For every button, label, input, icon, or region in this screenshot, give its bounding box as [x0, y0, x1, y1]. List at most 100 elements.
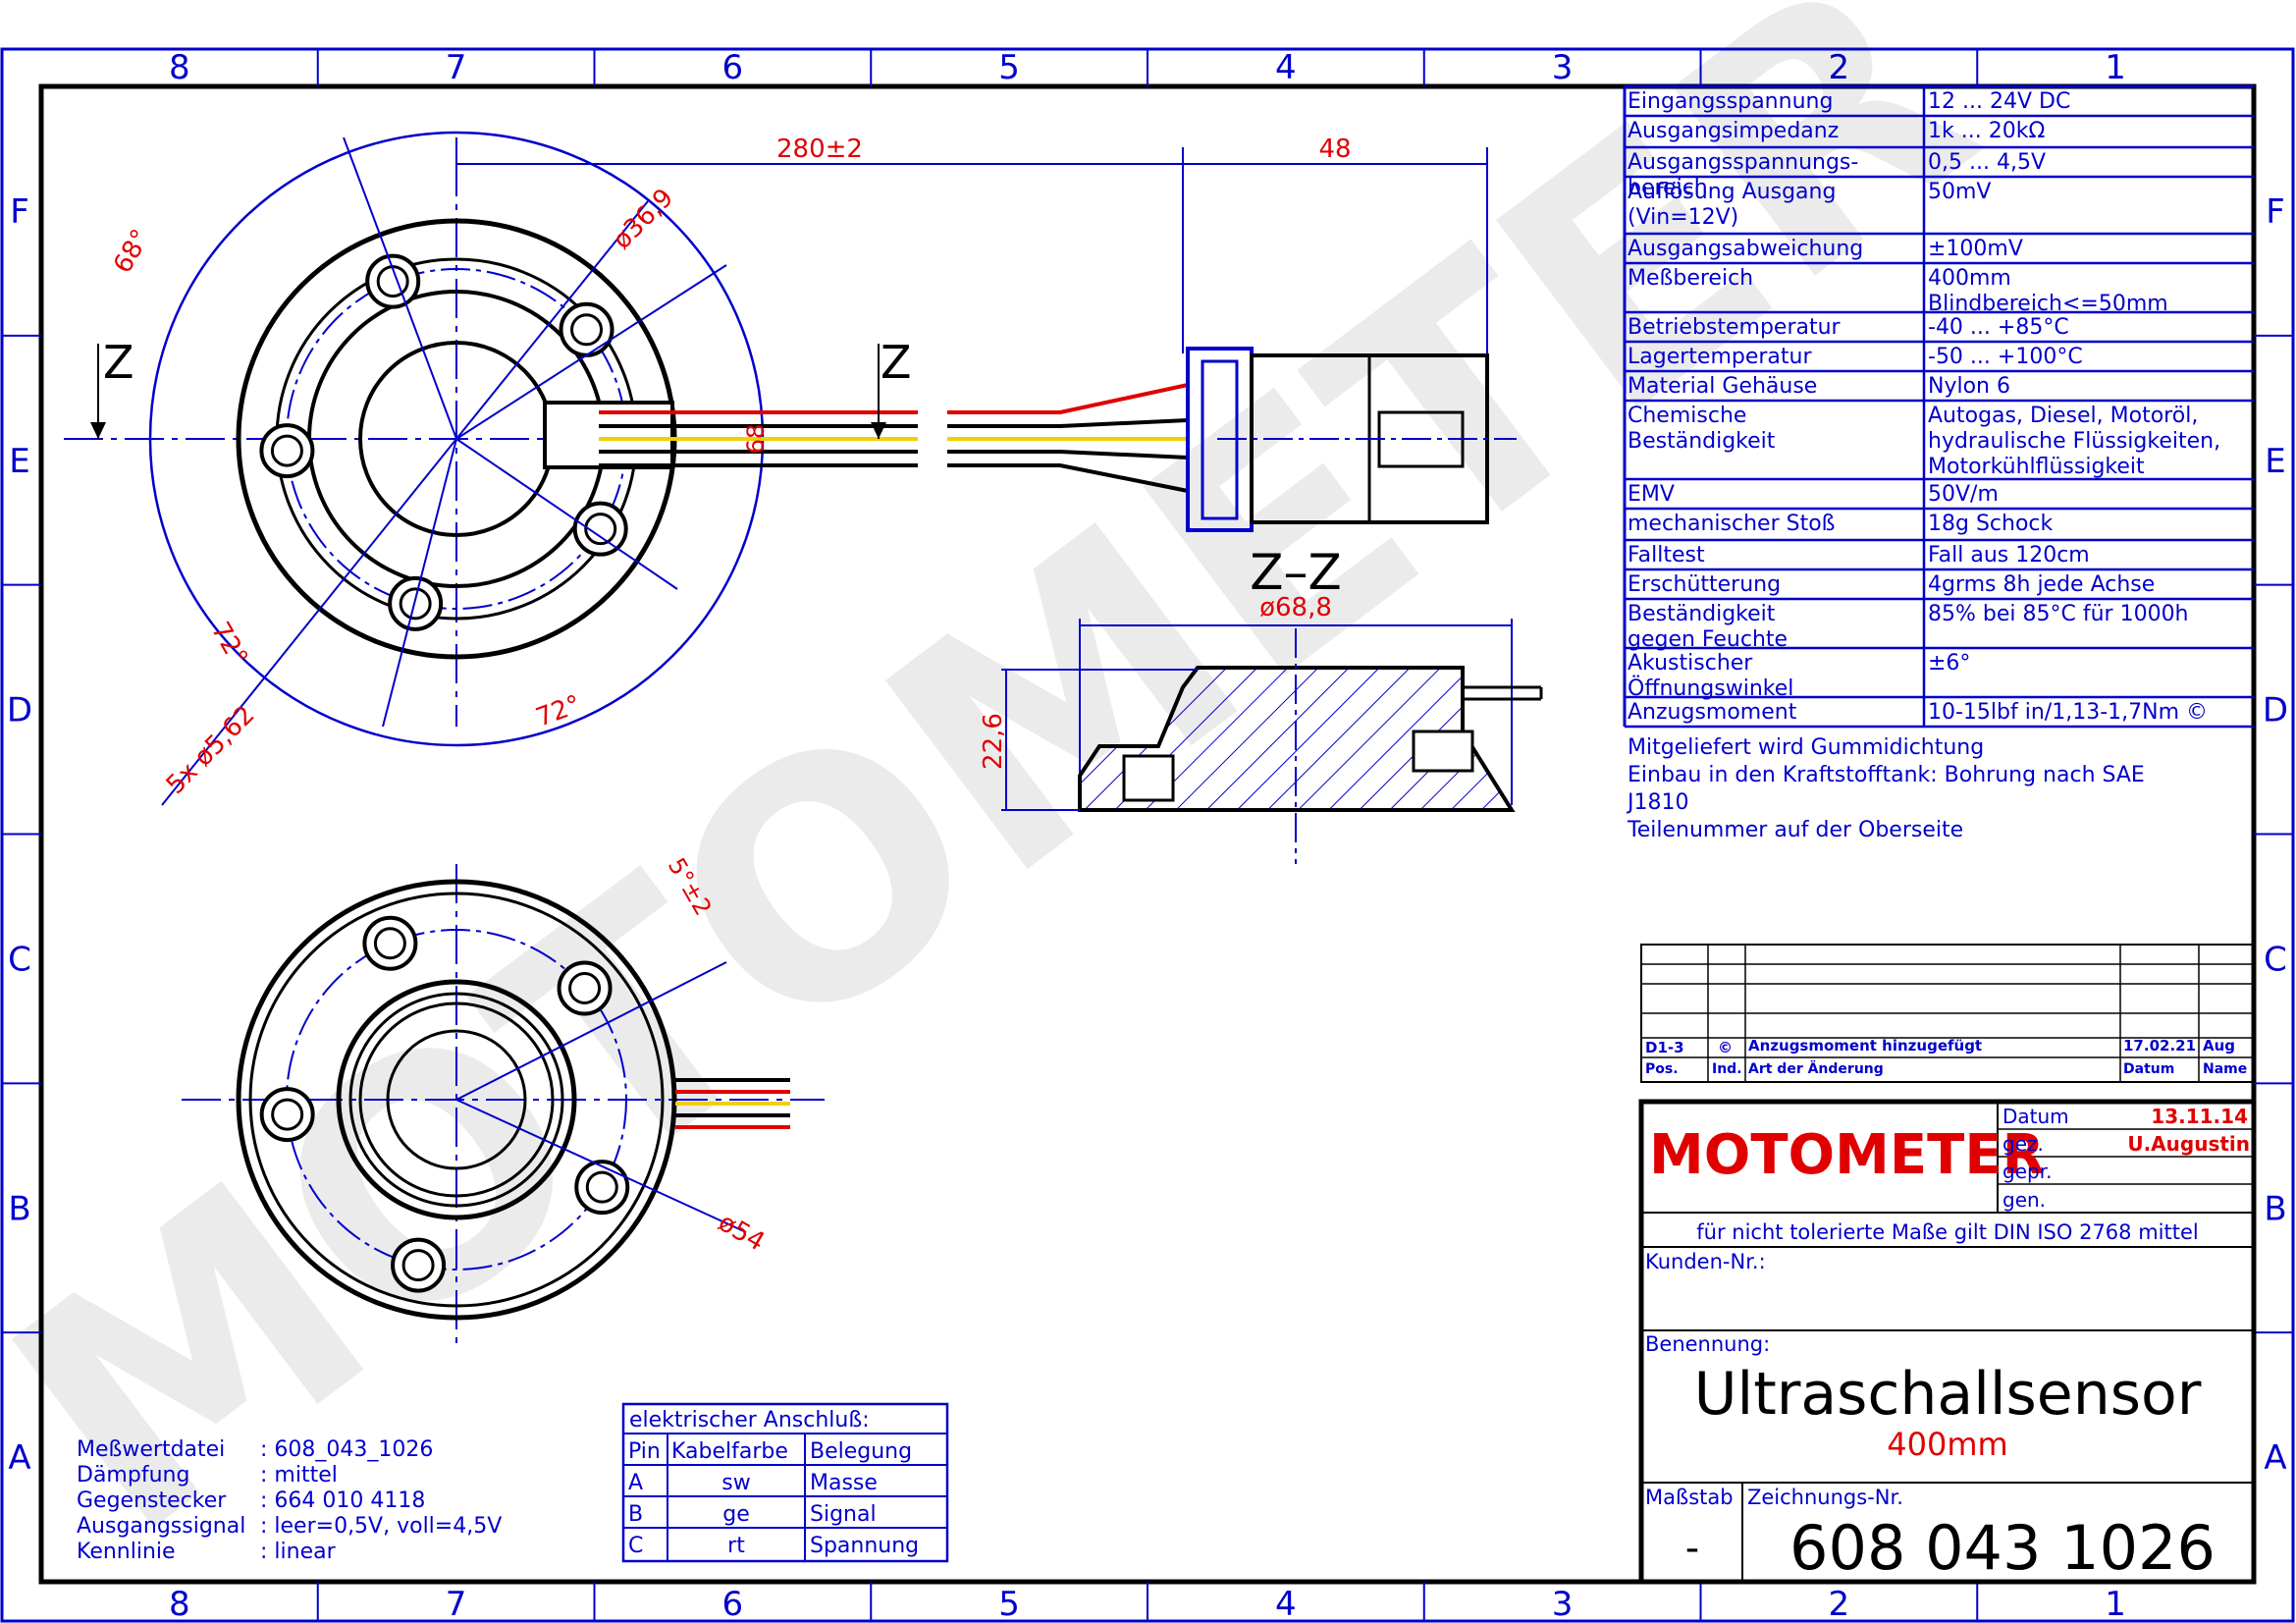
- spec-label: Ausgangsimpedanz: [1628, 119, 1839, 143]
- grid-col-bottom: 6: [722, 1585, 744, 1623]
- spec-row: Auflösung Ausgang(Vin=12V) 50mV: [1628, 180, 1991, 230]
- connection-title: elektrischer Anschluß:: [629, 1408, 870, 1433]
- grid-col-bottom: 2: [1829, 1585, 1850, 1623]
- spec-value: -40 ... +85°C: [1928, 315, 2069, 340]
- grid-col-top: 5: [998, 48, 1020, 87]
- spec-value: Fall aus 120cm: [1928, 543, 2090, 568]
- zeichnung-value: 608 043 1026: [1789, 1512, 2216, 1584]
- rev-pos: D1-3: [1645, 1039, 1684, 1056]
- grid-col-top: 7: [446, 48, 467, 87]
- bolt-hole: [572, 501, 628, 557]
- note-line: Einbau in den Kraftstofftank: Bohrung na…: [1628, 763, 2145, 787]
- spec-label: Akustischer: [1628, 651, 1753, 676]
- spec-label: EMV: [1628, 482, 1675, 507]
- dim-connector-length: 48: [1318, 135, 1351, 164]
- grid-col-bottom: 7: [446, 1585, 467, 1623]
- rev-h-date: Datum: [2123, 1061, 2174, 1077]
- grid-col-top: 3: [1552, 48, 1574, 87]
- cable: [599, 410, 918, 467]
- spec-label: bereich: [1628, 176, 1708, 200]
- grid-row-right: D: [2263, 691, 2288, 730]
- grid-col-top: 1: [2105, 48, 2126, 87]
- grid-col-bottom: 3: [1552, 1585, 1574, 1623]
- grid-col-bottom: 8: [169, 1585, 190, 1623]
- spec-value: 50mV: [1928, 180, 1991, 204]
- spec-label: Betriebstemperatur: [1628, 315, 1842, 340]
- spec-label: Chemische: [1628, 404, 1746, 428]
- grid-row-left: B: [8, 1189, 30, 1228]
- grid-row-right: B: [2264, 1189, 2286, 1228]
- info-key: Gegenstecker: [77, 1488, 227, 1513]
- conn-header: Kabelfarbe: [671, 1439, 788, 1464]
- spec-value: ±6°: [1928, 651, 1970, 676]
- note-line: Mitgeliefert wird Gummidichtung: [1628, 735, 1984, 760]
- spec-value: Motorkühlflüssigkeit: [1928, 455, 2145, 479]
- spec-value: 18g Schock: [1928, 512, 2054, 536]
- bolt-hole: [259, 1087, 315, 1143]
- bolt-hole: [388, 575, 444, 631]
- spec-value: ±100mV: [1928, 237, 2023, 261]
- spec-value: 50V/m: [1928, 482, 1999, 507]
- rev-h-pos: Pos.: [1645, 1061, 1679, 1077]
- spec-row: Lagertemperatur-50 ... +100°C: [1628, 345, 2083, 369]
- grid-row-left: E: [9, 442, 29, 481]
- connector: [1186, 347, 1517, 532]
- conn-cell: rt: [727, 1534, 745, 1558]
- spec-label: Ausgangsabweichung: [1628, 237, 1863, 261]
- section-view: Z–Z ø68,8 22,6: [979, 544, 1543, 864]
- logo: MOTOMETER: [1649, 1123, 2045, 1187]
- rev-ind: ©: [1718, 1039, 1733, 1056]
- spec-label: mechanischer Stoß: [1628, 512, 1836, 536]
- spec-label: Auflösung Ausgang: [1628, 180, 1836, 204]
- dim-cable-length: 280±2: [776, 135, 863, 164]
- bolt-hole: [574, 1160, 630, 1216]
- dim-section-diameter: ø68,8: [1259, 593, 1332, 622]
- spec-label: Lagertemperatur: [1628, 345, 1812, 369]
- spec-label: Material Gehäuse: [1628, 374, 1817, 399]
- grid-row-left: C: [8, 940, 31, 979]
- dim-angle-68: 68°: [108, 225, 156, 279]
- note-line: Teilenummer auf der Oberseite: [1627, 818, 1963, 842]
- spec-value: 1k ... 20kΩ: [1928, 119, 2045, 143]
- gez-label: gez.: [2002, 1132, 2044, 1156]
- grid-col-top: 6: [722, 48, 744, 87]
- spec-value: 4grms 8h jede Achse: [1928, 572, 2155, 597]
- rev-name: Aug: [2203, 1037, 2235, 1055]
- tolerance-note: für nicht tolerierte Maße gilt DIN ISO 2…: [1696, 1220, 2198, 1244]
- datum-label: Datum: [2002, 1105, 2069, 1128]
- gepr-label: gepr.: [2002, 1160, 2052, 1183]
- massstab-label: Maßstab: [1645, 1486, 1734, 1509]
- spec-label: (Vin=12V): [1628, 205, 1738, 230]
- conn-header: Belegung: [810, 1439, 912, 1464]
- rev-change: Anzugsmoment hinzugefügt: [1748, 1037, 1982, 1055]
- grid-row-right: E: [2265, 442, 2285, 481]
- info-key: Kennlinie: [77, 1540, 176, 1564]
- conn-cell: Signal: [810, 1502, 877, 1527]
- conn-cell: sw: [721, 1471, 750, 1495]
- rev-date: 17.02.21: [2123, 1037, 2196, 1055]
- revision-table: D1-3 © Anzugsmoment hinzugefügt 17.02.21…: [1640, 944, 2255, 1083]
- spec-value: Autogas, Diesel, Motoröl,: [1928, 404, 2198, 428]
- grid-row-right: C: [2264, 940, 2287, 979]
- bolt-hole: [559, 301, 614, 357]
- info-key: Dämpfung: [77, 1463, 189, 1488]
- grid-col-top: 4: [1275, 48, 1297, 87]
- info-value: : mittel: [260, 1463, 338, 1488]
- spec-value: hydraulische Flüssigkeiten,: [1928, 429, 2220, 454]
- conn-header: Pin: [628, 1439, 661, 1464]
- rev-h-change: Art der Änderung: [1748, 1060, 1884, 1077]
- conn-cell: ge: [722, 1502, 750, 1527]
- zeichnung-label: Zeichnungs-Nr.: [1747, 1486, 1903, 1509]
- grid-row-right: F: [2266, 192, 2285, 232]
- bolt-hole: [259, 423, 315, 479]
- gen-label: gen.: [2002, 1188, 2046, 1212]
